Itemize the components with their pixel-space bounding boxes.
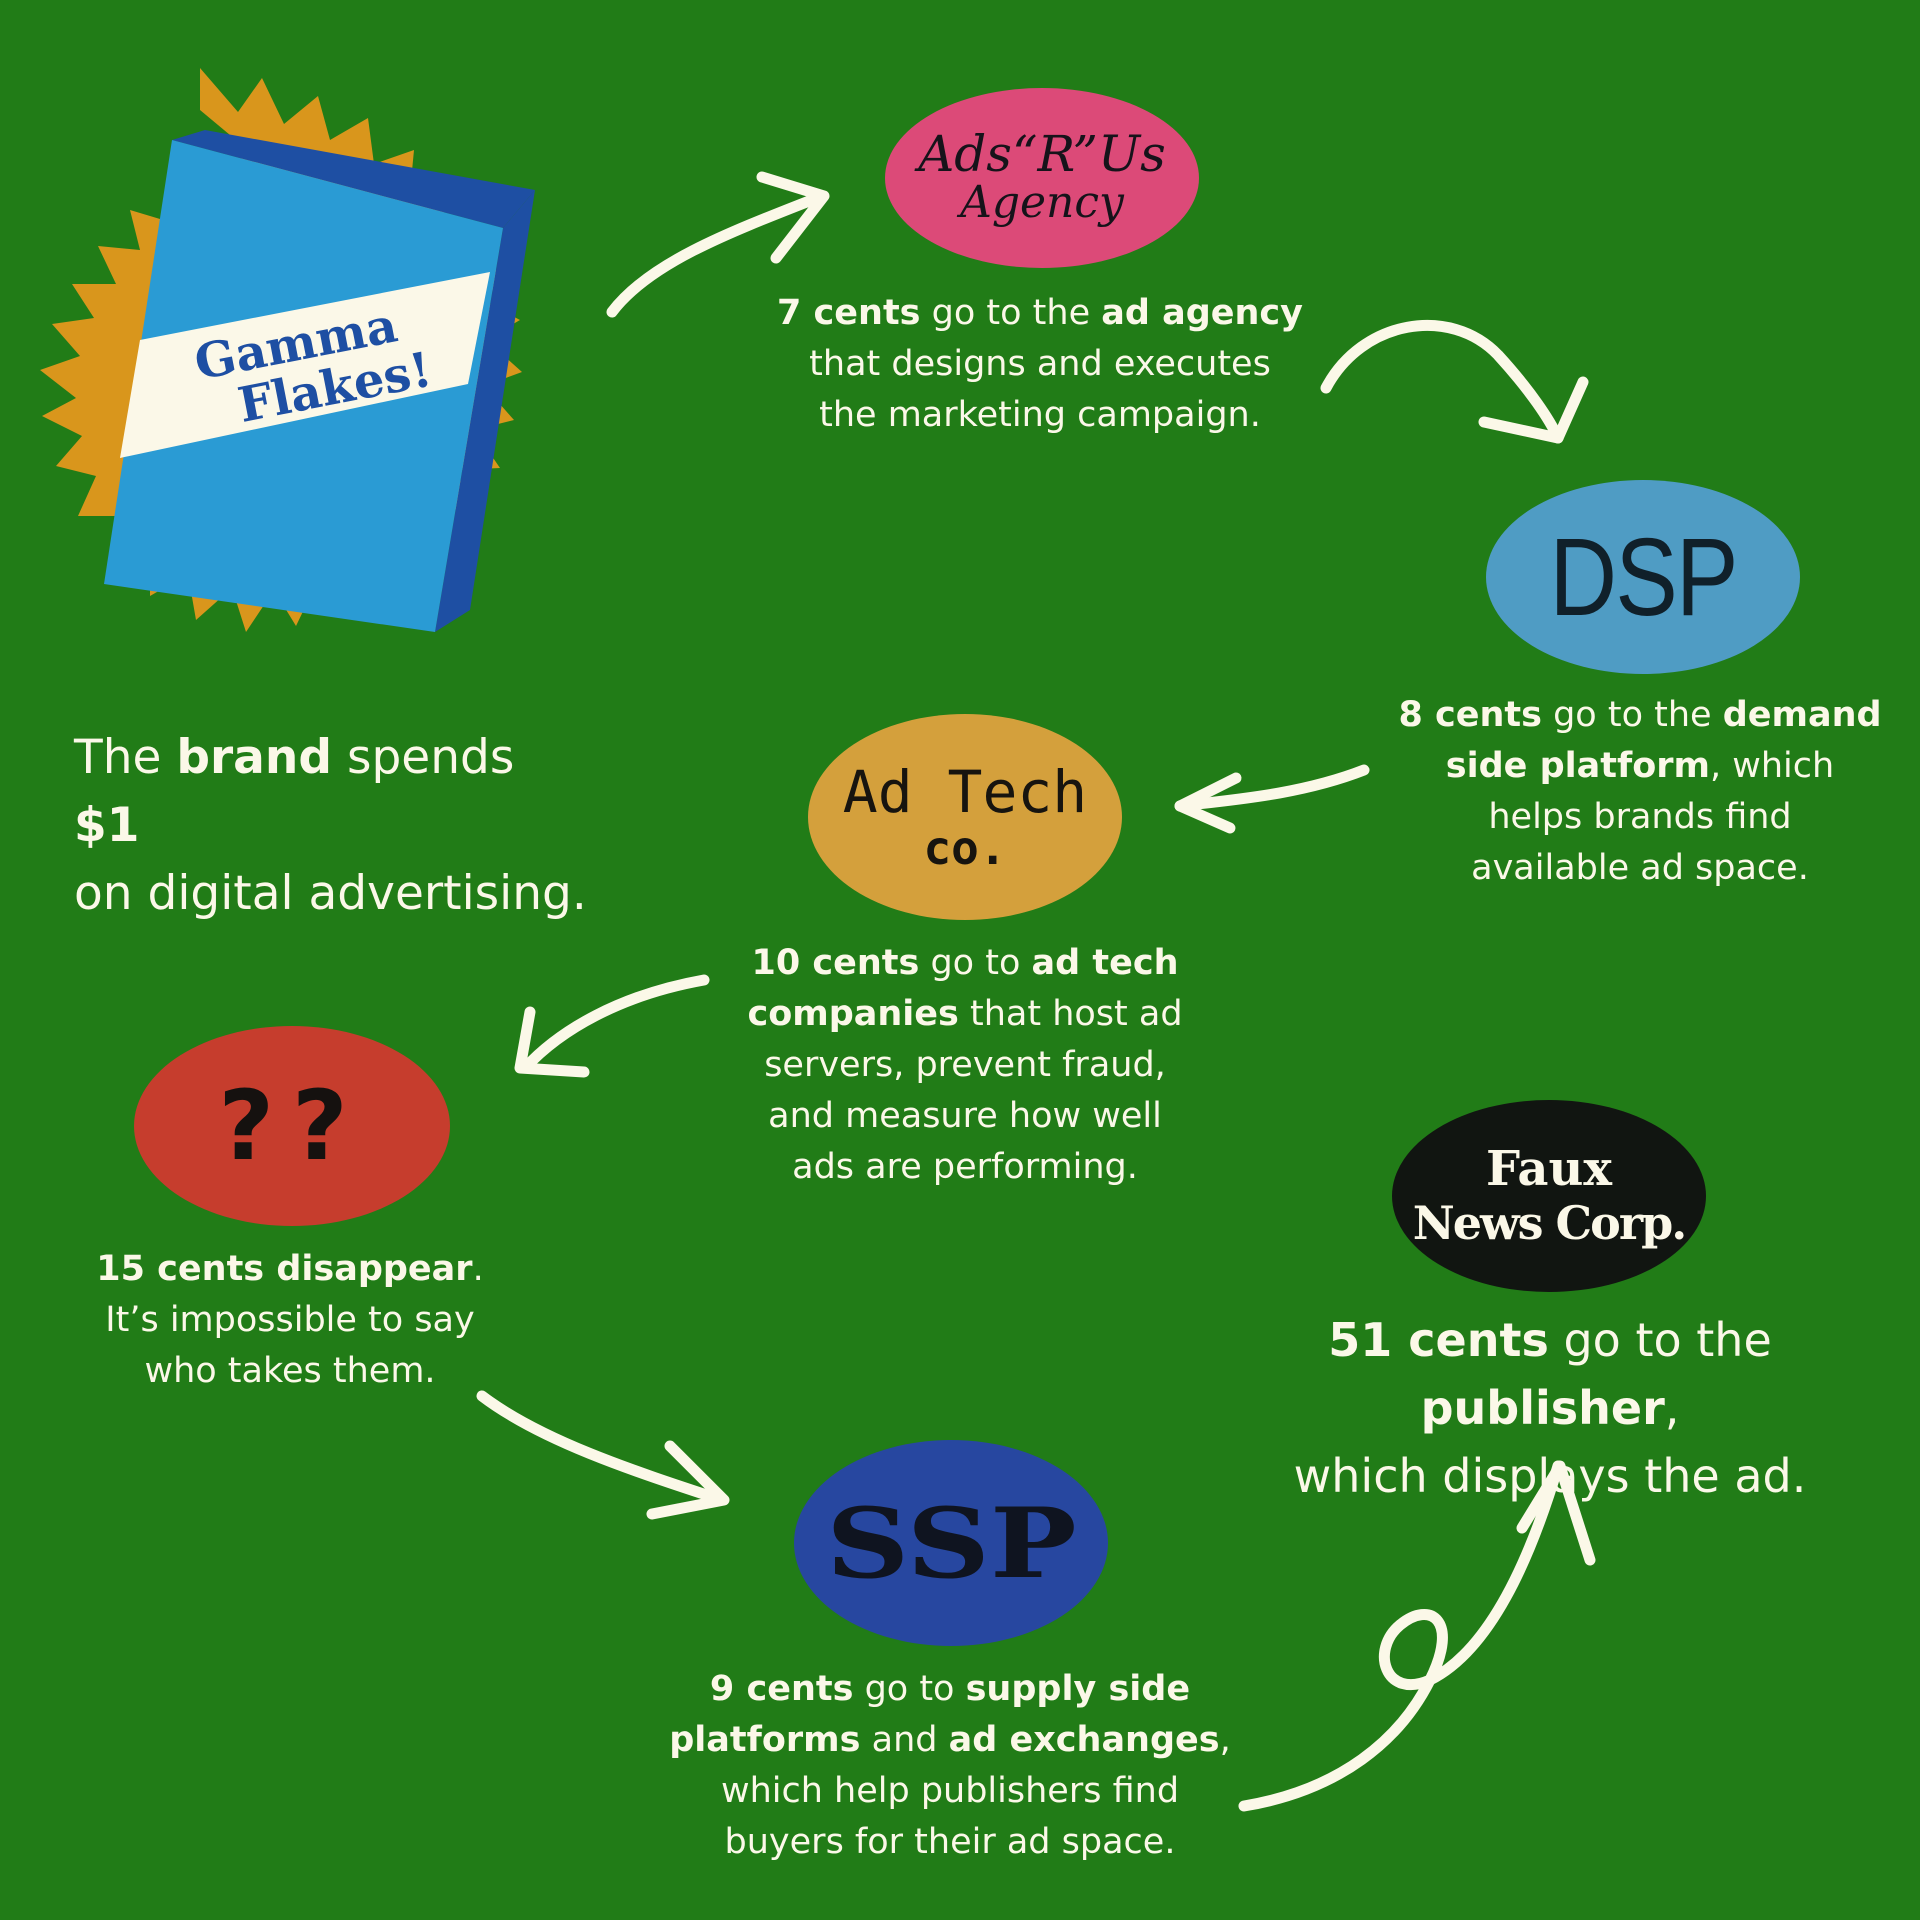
publisher-caption: 51 cents go to the publisher, which disp… xyxy=(1293,1313,1807,1503)
publisher-logo-line1: Faux xyxy=(1485,1141,1613,1197)
agency-logo-line1: Ads“R”Us xyxy=(918,125,1166,183)
ssp-caption: 9 cents go to supply side platforms and … xyxy=(669,1669,1231,1862)
adtech-logo-line2: co. xyxy=(923,821,1007,875)
adtech-logo-line1: Ad Tech xyxy=(842,758,1088,826)
arrow-dsp-to-adtech xyxy=(1174,764,1370,812)
agency-logo-line2: Agency xyxy=(960,177,1124,228)
ssp-logo-text: SSP xyxy=(825,1486,1077,1600)
cereal-box-top xyxy=(172,130,535,228)
dsp-caption: 8 cents go to the demand side platform, … xyxy=(1398,695,1882,888)
publisher-logo: Faux News Corp. xyxy=(1392,1100,1706,1292)
adtech-caption: 10 cents go to ad tech companies that ho… xyxy=(747,943,1183,1187)
cereal-box-label-band xyxy=(120,272,490,458)
brand-starburst-graphic: Gamma Flakes! xyxy=(40,68,535,632)
brand-caption: The brand spends $1 on digital advertisi… xyxy=(74,730,587,921)
arrow-adtech-to-unknown xyxy=(519,974,710,1074)
dsp-logo: DSP xyxy=(1486,480,1800,674)
arrow-unknown-to-ssp xyxy=(476,1390,728,1506)
arrow-agency-to-dsp xyxy=(1320,320,1564,444)
arrow-brand-to-agency xyxy=(606,190,828,318)
unknown-caption: 15 cents disappear. It’s impossible to s… xyxy=(96,1249,484,1391)
arrow-ssp-to-publisher xyxy=(1238,1460,1564,1812)
unknown-logo-text: ?? xyxy=(218,1070,366,1182)
cereal-box-side xyxy=(435,190,535,632)
dsp-logo-text: DSP xyxy=(1549,515,1738,639)
unknown-logo: ?? xyxy=(134,1026,450,1226)
ssp-logo: SSP xyxy=(794,1440,1108,1646)
agency-caption: 7 cents go to the ad agency that designs… xyxy=(777,293,1303,435)
agency-logo: Ads“R”Us Agency xyxy=(885,88,1199,268)
publisher-logo-line2: News Corp. xyxy=(1412,1196,1688,1250)
adtech-logo: Ad Tech co. xyxy=(808,714,1122,920)
